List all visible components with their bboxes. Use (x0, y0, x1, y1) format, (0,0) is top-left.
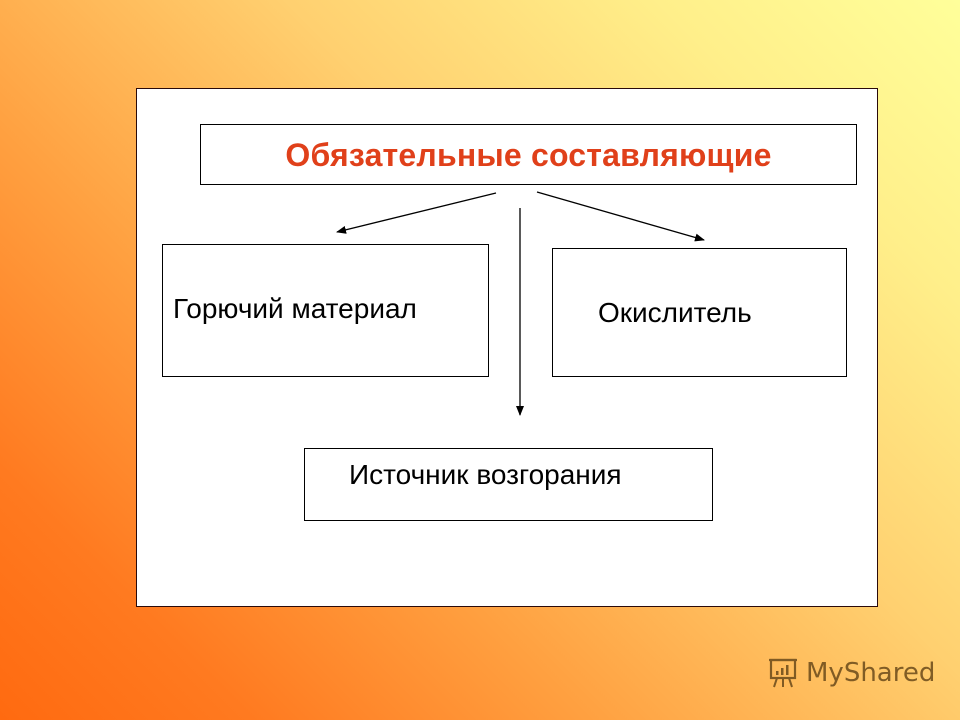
title-box: Обязательные составляющие (200, 124, 857, 185)
node-label: Источник возгорания (349, 459, 622, 490)
diagram-title: Обязательные составляющие (285, 137, 772, 173)
node-label: Горючий материал (173, 293, 417, 324)
node-label: Окислитель (598, 297, 752, 328)
node-ignition-source: Источник возгорания (304, 448, 713, 521)
watermark: MyShared (766, 656, 935, 690)
presentation-board-icon (769, 658, 797, 688)
watermark-text: MyShared (806, 658, 936, 688)
node-combustible-material: Горючий материал (162, 244, 489, 377)
node-oxidizer: Окислитель (552, 248, 847, 377)
